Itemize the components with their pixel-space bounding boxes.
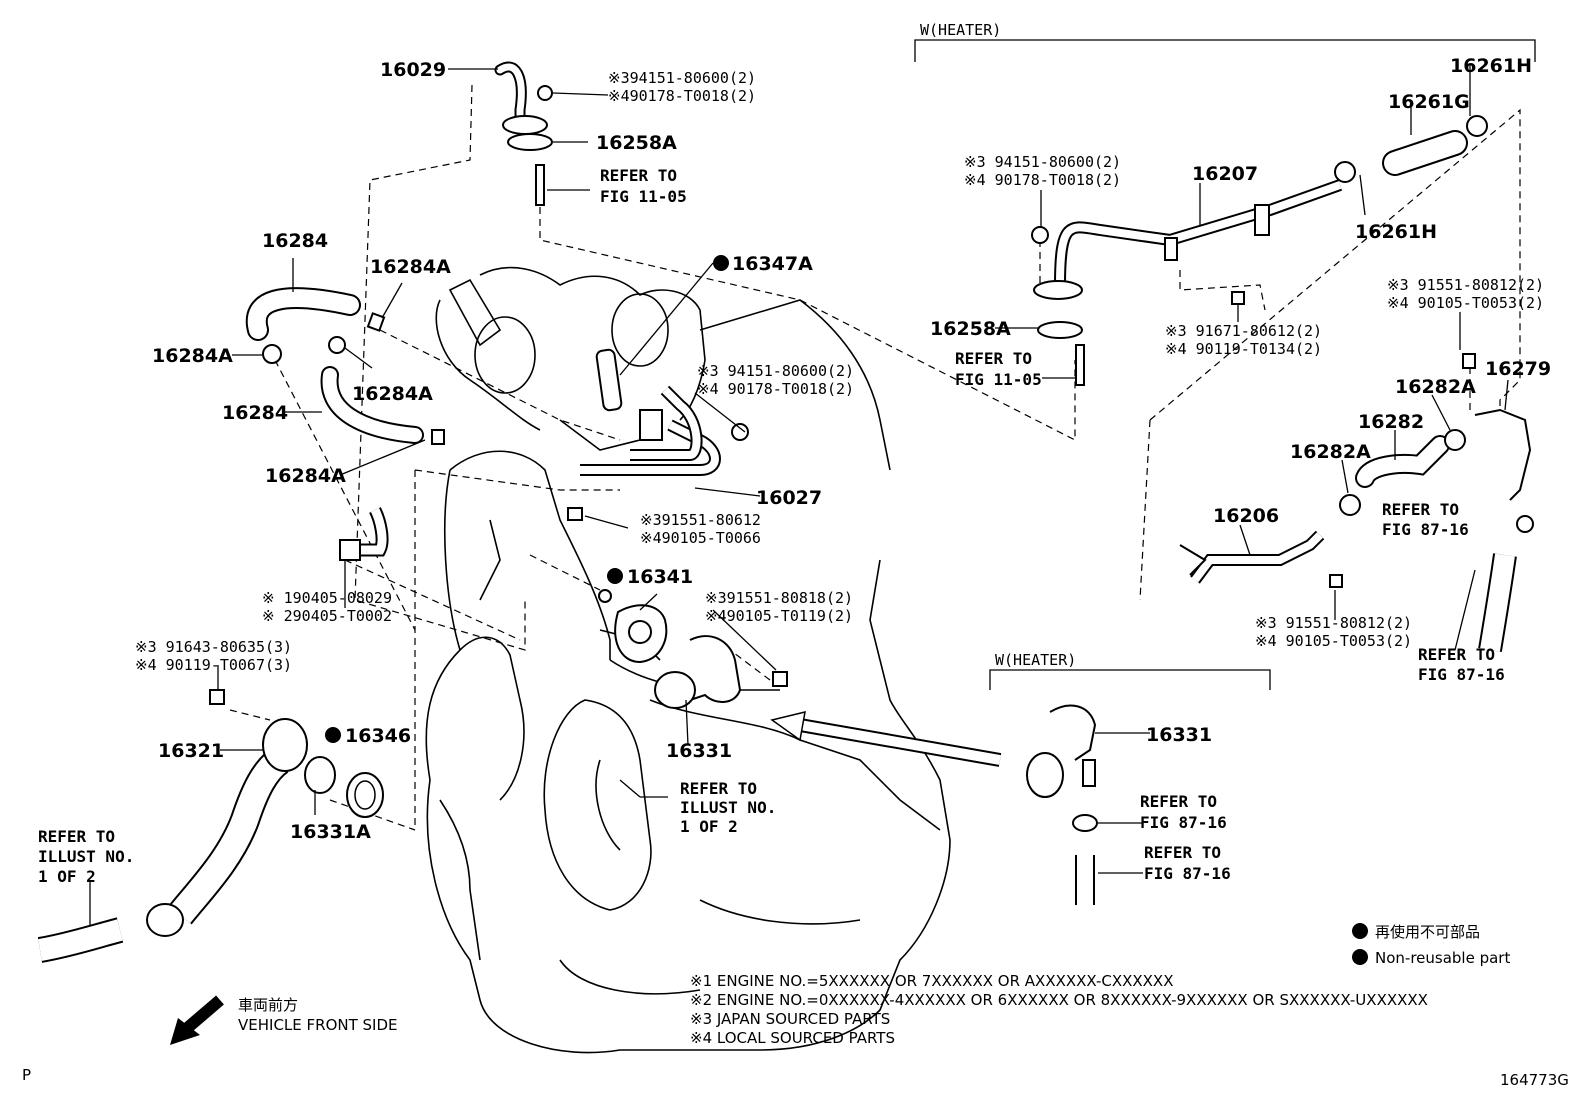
ref-16206-1: ※3 91551-80812(2) bbox=[1255, 614, 1412, 632]
refer-fig87b-2: FIG 87-16 bbox=[1418, 665, 1505, 684]
ref-16027b-2: ※490105-T0066 bbox=[640, 529, 761, 547]
part-16331-heater bbox=[1026, 704, 1098, 905]
label-16261G: 16261G bbox=[1388, 91, 1470, 113]
ref-16279-1: ※3 91551-80812(2) bbox=[1387, 276, 1544, 294]
guide-lines bbox=[229, 84, 1521, 831]
refer-illust-mid-3: 1 OF 2 bbox=[680, 817, 738, 836]
label-16284A-mid: 16284A bbox=[352, 383, 433, 405]
refer-top-1: REFER TO bbox=[600, 166, 677, 185]
refer-fig87d-1: REFER TO bbox=[1144, 843, 1221, 862]
heater-label-top: W(HEATER) bbox=[920, 21, 1001, 39]
label-16331A: 16331A bbox=[290, 821, 371, 843]
part-labels: 16029 ※394151-80600(2) ※490178-T0018(2) … bbox=[38, 21, 1551, 886]
refer-fig87d-2: FIG 87-16 bbox=[1144, 864, 1231, 883]
ref-16207b-1: ※3 91671-80612(2) bbox=[1165, 322, 1322, 340]
refer-illust-left-1: REFER TO bbox=[38, 827, 115, 846]
ref-16027b-1: ※391551-80612 bbox=[640, 511, 761, 529]
note-3: ※3 JAPAN SOURCED PARTS bbox=[690, 1010, 890, 1028]
part-16321-16346 bbox=[37, 689, 384, 963]
label-16284-top: 16284 bbox=[262, 230, 328, 252]
part-16027-pipe bbox=[567, 385, 749, 521]
label-16331-main: 16331 bbox=[666, 740, 732, 762]
label-16284-mid: 16284 bbox=[222, 402, 288, 424]
ref-16331-1: ※391551-80818(2) bbox=[705, 589, 853, 607]
label-16282A-top: 16282A bbox=[1395, 376, 1476, 398]
refer-illust-left-2: ILLUST NO. bbox=[38, 847, 134, 866]
label-16321: 16321 bbox=[158, 740, 224, 762]
diagram-id: 164773G bbox=[1500, 1071, 1569, 1089]
refer-top-2: FIG 11-05 bbox=[600, 187, 687, 206]
front-en: VEHICLE FRONT SIDE bbox=[238, 1016, 398, 1034]
label-16284A-top: 16284A bbox=[370, 256, 451, 278]
leader-lines bbox=[89, 65, 1509, 925]
ref-16207-2: ※4 90178-T0018(2) bbox=[964, 171, 1121, 189]
label-16027: 16027 bbox=[756, 487, 822, 509]
refer-fig87a-1: REFER TO bbox=[1382, 500, 1459, 519]
refer-right-2: FIG 11-05 bbox=[955, 370, 1042, 389]
ref-16206-2: ※4 90105-T0053(2) bbox=[1255, 632, 1412, 650]
ref-16331-2: ※490105-T0119(2) bbox=[705, 607, 853, 625]
ref-16279-2: ※4 90105-T0053(2) bbox=[1387, 294, 1544, 312]
refer-fig87c-1: REFER TO bbox=[1140, 792, 1217, 811]
ref-16207-1: ※3 94151-80600(2) bbox=[964, 153, 1121, 171]
label-16284A-left: 16284A bbox=[152, 345, 233, 367]
label-16282: 16282 bbox=[1358, 411, 1424, 433]
ref-elbow-1: ※ 190405-08029 bbox=[262, 589, 392, 607]
label-16206: 16206 bbox=[1213, 505, 1279, 527]
heater-brackets bbox=[914, 39, 1536, 690]
label-16347A: 16347A bbox=[732, 253, 813, 275]
turbo-manifold bbox=[435, 266, 706, 451]
note-2: ※2 ENGINE NO.=0XXXXXX-4XXXXXX OR 6XXXXXX… bbox=[690, 991, 1428, 1009]
note-4: ※4 LOCAL SOURCED PARTS bbox=[690, 1029, 895, 1047]
label-16207: 16207 bbox=[1192, 163, 1258, 185]
heater-label-bottom: W(HEATER) bbox=[995, 651, 1076, 669]
refer-illust-mid-1: REFER TO bbox=[680, 779, 757, 798]
vehicle-front-arrow-icon bbox=[170, 995, 224, 1045]
ref-elbow-2: ※ 290405-T0002 bbox=[262, 607, 392, 625]
legend: 再使用不可部品 Non-reusable part bbox=[1375, 923, 1510, 967]
refer-fig87b-1: REFER TO bbox=[1418, 645, 1495, 664]
part-16284-hoses bbox=[245, 287, 445, 561]
label-16261H-top: 16261H bbox=[1450, 55, 1532, 77]
refer-right-1: REFER TO bbox=[955, 349, 1032, 368]
legend-en: Non-reusable part bbox=[1375, 949, 1510, 967]
ref-16027a-2: ※4 90178-T0018(2) bbox=[697, 380, 854, 398]
ref-16029-1: ※394151-80600(2) bbox=[608, 69, 756, 87]
label-16261H-mid: 16261H bbox=[1355, 221, 1437, 243]
refer-illust-mid-2: ILLUST NO. bbox=[680, 798, 776, 817]
part-16341-16331 bbox=[598, 589, 788, 709]
label-16284A-low: 16284A bbox=[265, 465, 346, 487]
corner-mark: P bbox=[22, 1066, 31, 1084]
label-16341: 16341 bbox=[627, 566, 693, 588]
label-16029: 16029 bbox=[380, 59, 446, 81]
front-jp: 車両前方 bbox=[238, 996, 298, 1014]
label-16282A-low: 16282A bbox=[1290, 441, 1371, 463]
vehicle-front-text: 車両前方 VEHICLE FRONT SIDE bbox=[238, 996, 398, 1034]
part-16279-16282-16206 bbox=[1179, 353, 1534, 652]
label-16331-heater: 16331 bbox=[1146, 724, 1212, 746]
ref-16027a-1: ※3 94151-80600(2) bbox=[697, 362, 854, 380]
label-16346: 16346 bbox=[345, 725, 411, 747]
refer-fig87c-2: FIG 87-16 bbox=[1140, 813, 1227, 832]
note-1: ※1 ENGINE NO.=5XXXXXX OR 7XXXXXX OR AXXX… bbox=[690, 972, 1174, 990]
ref-16321-2: ※4 90119-T0067(3) bbox=[135, 656, 292, 674]
ref-16029-2: ※490178-T0018(2) bbox=[608, 87, 756, 105]
label-16258A-top: 16258A bbox=[596, 132, 677, 154]
part-16029-pipe bbox=[494, 61, 553, 206]
part-16207-pipe bbox=[1031, 115, 1488, 386]
non-reusable-markers bbox=[325, 255, 1368, 965]
refer-illust-left-3: 1 OF 2 bbox=[38, 867, 96, 886]
ref-16321-1: ※3 91643-80635(3) bbox=[135, 638, 292, 656]
ref-16207b-2: ※4 90119-T0134(2) bbox=[1165, 340, 1322, 358]
legend-jp: 再使用不可部品 bbox=[1375, 923, 1480, 941]
label-16258A-right: 16258A bbox=[930, 318, 1011, 340]
label-16279: 16279 bbox=[1485, 358, 1551, 380]
engine-notes: ※1 ENGINE NO.=5XXXXXX OR 7XXXXXX OR AXXX… bbox=[690, 972, 1428, 1047]
direction-arrow bbox=[770, 711, 1002, 767]
refer-fig87a-2: FIG 87-16 bbox=[1382, 520, 1469, 539]
